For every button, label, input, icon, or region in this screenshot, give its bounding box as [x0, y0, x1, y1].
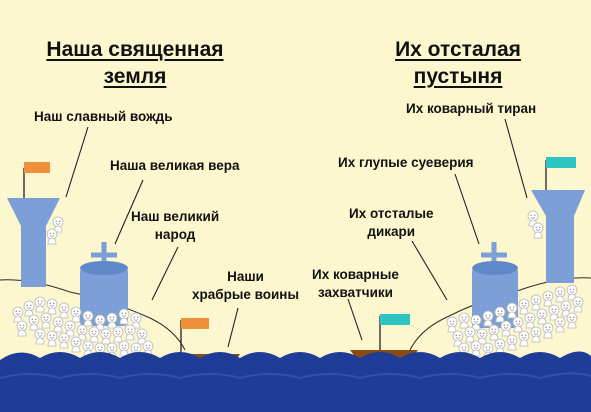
label-people-line1: Наш великий: [131, 209, 220, 224]
label-faith: Наша великая вера: [110, 158, 240, 173]
right-title: Их отсталая пустыня: [360, 36, 556, 90]
sea-wave-line: [0, 372, 591, 380]
label-warriors: Наши храбрые воины: [192, 268, 299, 304]
label-invaders: Их коварные захватчики: [312, 266, 399, 302]
sea: [0, 351, 591, 412]
right-pointer-lines: [347, 118, 528, 341]
right-title-line2: пустыня: [413, 65, 503, 88]
right-tower: [531, 157, 585, 283]
left-tower: [7, 162, 60, 287]
label-savages-line1: Их отсталые: [349, 206, 434, 221]
left-ship-flag: [181, 318, 209, 329]
right-title-line1: Их отсталая: [395, 38, 521, 61]
label-savages: Их отсталые дикари: [349, 205, 434, 241]
left-tower-flag: [24, 162, 50, 173]
label-people: Наш великий народ: [131, 208, 219, 244]
label-savages-line2: дикари: [367, 224, 416, 239]
label-invaders-line2: захватчики: [317, 285, 393, 300]
label-people-line2: народ: [154, 227, 196, 242]
right-temple: [472, 242, 518, 328]
left-pointer-lines: [65, 126, 239, 348]
left-title: Наша священная земля: [22, 36, 248, 90]
label-leader: Наш славный вождь: [34, 109, 173, 124]
label-warriors-line1: Наши: [227, 269, 264, 284]
left-title-line1: Наша священная: [46, 38, 224, 61]
right-ship-flag: [380, 314, 410, 325]
label-warriors-line2: храбрые воины: [192, 287, 299, 302]
left-title-line2: земля: [103, 65, 167, 88]
label-superstitions: Их глупые суеверия: [338, 155, 474, 170]
right-tower-flag: [546, 157, 576, 168]
left-temple: [80, 242, 128, 326]
label-tyrant: Их коварный тиран: [406, 101, 537, 116]
label-invaders-line1: Их коварные: [312, 267, 399, 282]
